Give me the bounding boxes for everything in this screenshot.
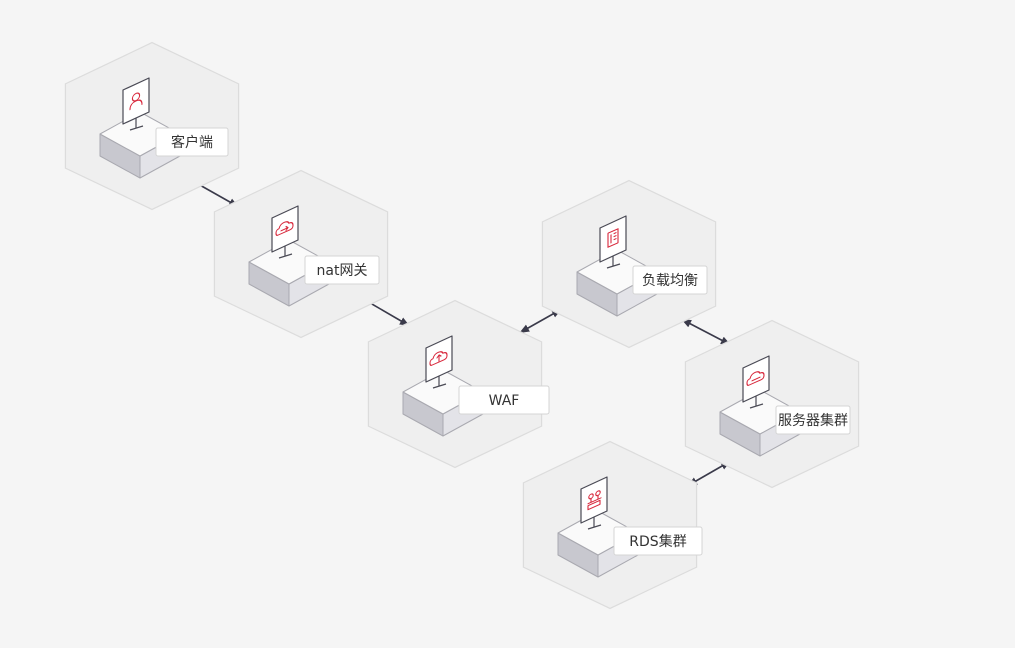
node-lb[interactable]: 负载均衡 (541, 179, 717, 349)
node-nat[interactable]: nat网关 (213, 169, 389, 339)
edge-lb-to-servers (681, 319, 731, 345)
node-client[interactable]: 客户端 (64, 41, 240, 211)
node-label-box (632, 265, 708, 295)
node-label-box (775, 405, 851, 435)
edge-servers-to-rds (687, 461, 731, 486)
cloud-gateway-icon (275, 221, 294, 236)
node-label: WAF (489, 393, 520, 409)
user-icon (129, 92, 143, 111)
monitor (599, 215, 627, 269)
node-label-box (613, 526, 703, 556)
monitor-screen (580, 476, 608, 524)
node-label-box (155, 127, 229, 157)
node-rds[interactable]: RDS集群 (522, 440, 703, 610)
database-network-icon (587, 490, 602, 511)
edge-nat-to-waf (364, 299, 410, 327)
node-waf[interactable]: WAF (367, 299, 550, 469)
monitor-screen (599, 215, 627, 263)
cloud-server-icon (746, 371, 765, 386)
cloud-upload-icon (429, 351, 448, 366)
edges-layer (197, 183, 731, 486)
monitor (425, 335, 453, 389)
node-label: nat网关 (317, 263, 368, 279)
monitor (271, 205, 299, 259)
monitor (742, 355, 770, 409)
edge-client-to-nat (197, 183, 239, 207)
node-label: RDS集群 (629, 533, 686, 550)
node-servers[interactable]: 服务器集群 (684, 319, 860, 489)
monitor (580, 476, 608, 530)
monitor (122, 77, 150, 131)
node-label-box (458, 385, 550, 415)
edge-waf-to-lb (519, 309, 562, 333)
node-label: 服务器集群 (778, 412, 848, 429)
node-label: 客户端 (171, 134, 213, 151)
document-list-icon (607, 228, 619, 248)
node-label: 负载均衡 (642, 273, 698, 289)
node-label-box (304, 255, 380, 285)
